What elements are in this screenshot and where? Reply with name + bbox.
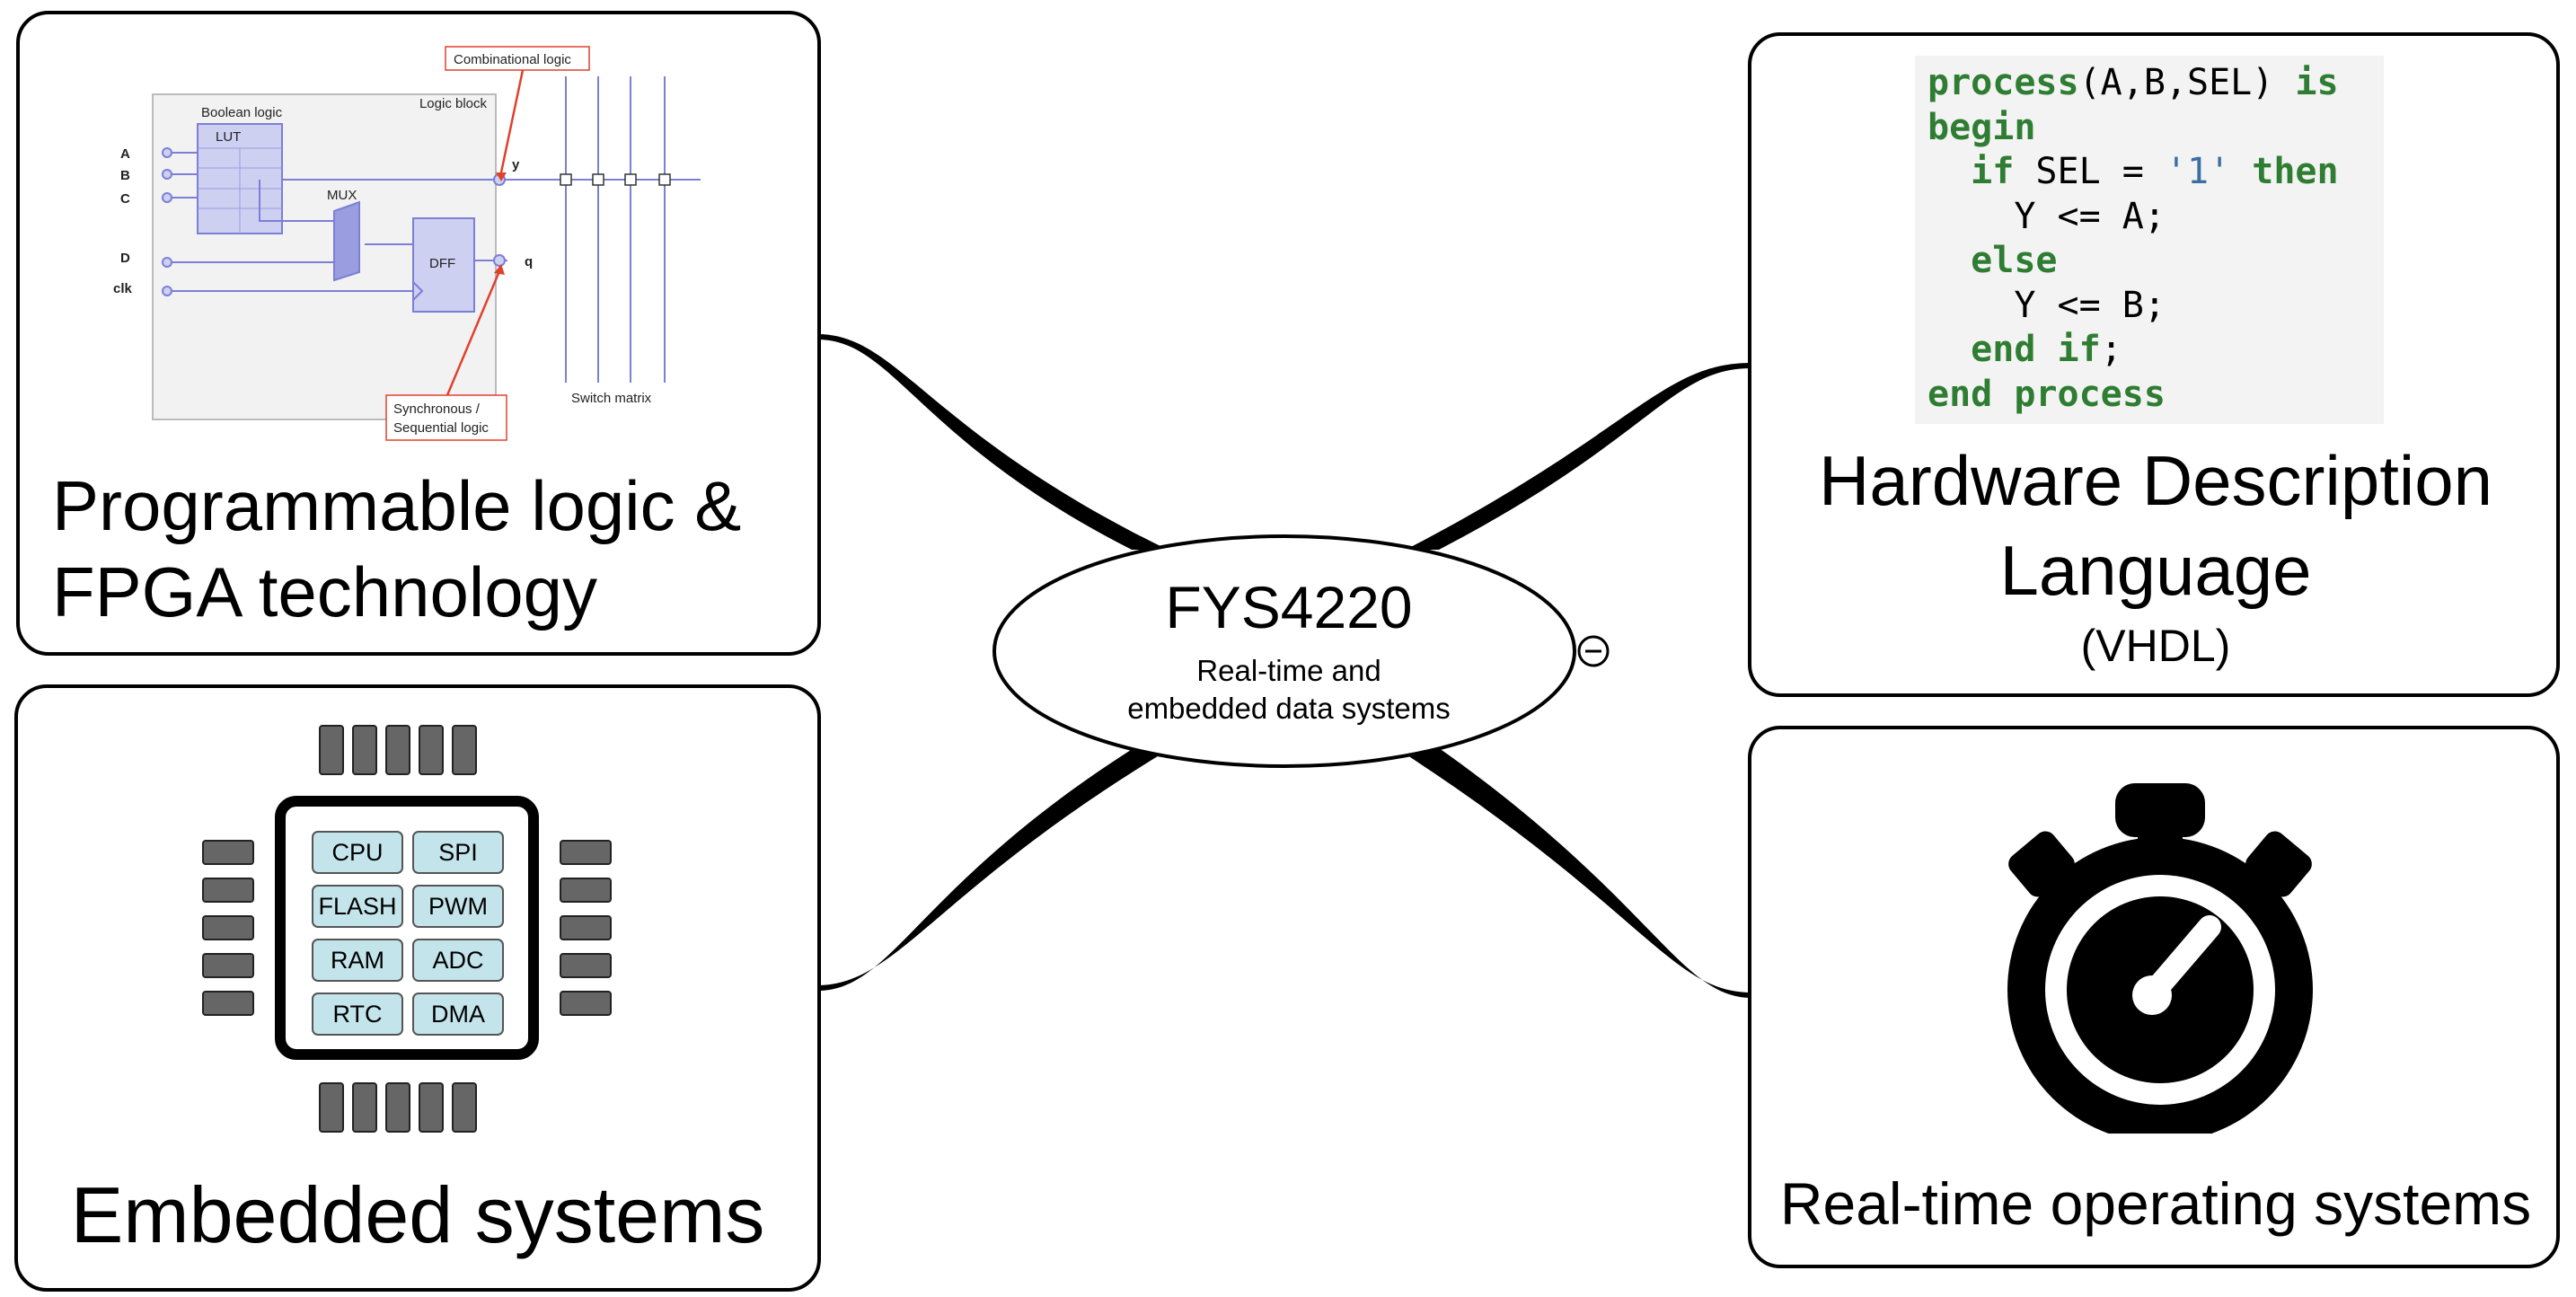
input-c: C bbox=[120, 191, 130, 207]
input-b: B bbox=[120, 168, 130, 183]
boolean-logic-label: Boolean logic bbox=[201, 105, 283, 120]
combinational-callout: Combinational logic bbox=[454, 52, 571, 67]
output-y: y bbox=[512, 157, 520, 172]
sync-callout-box bbox=[385, 394, 507, 441]
microcontroller-chip-icon: CPU SPI FLASH PWM RAM ADC RTC DMA bbox=[202, 725, 612, 1133]
fpga-label-line1: Programmable logic & bbox=[52, 466, 742, 545]
chip-block-pwm: PWM bbox=[428, 893, 488, 920]
hdl-label-line2: Language bbox=[1999, 531, 2312, 610]
logic-block-label: Logic block bbox=[419, 96, 488, 111]
input-clk: clk bbox=[113, 281, 133, 296]
embedded-label: Embedded systems bbox=[70, 1170, 765, 1259]
center-ellipse[interactable] bbox=[992, 534, 1576, 768]
chip-block-adc: ADC bbox=[432, 947, 483, 974]
center-subtitle-line2: embedded data systems bbox=[1127, 692, 1451, 725]
chip-block-rtc: RTC bbox=[332, 1001, 382, 1028]
chip-block-spi: SPI bbox=[438, 839, 478, 866]
lut-label: LUT bbox=[216, 129, 241, 145]
sync-callout-line2: Sequential logic bbox=[393, 420, 489, 436]
mux-label: MUX bbox=[327, 188, 357, 203]
dff-label: DFF bbox=[429, 256, 455, 271]
center-subtitle-line1: Real-time and bbox=[1196, 654, 1381, 687]
collapse-button[interactable] bbox=[1577, 635, 1610, 667]
connector-hdl bbox=[1406, 363, 1751, 550]
connector-embedded bbox=[817, 744, 1178, 991]
center-title: FYS4220 bbox=[1165, 574, 1413, 640]
fpga-label-line2: FPGA technology bbox=[52, 552, 598, 631]
combinational-callout-box bbox=[445, 46, 590, 71]
chip-block-cpu: CPU bbox=[331, 839, 383, 866]
hdl-label-line3: (VHDL) bbox=[2080, 621, 2231, 671]
sync-callout-line1: Synchronous / bbox=[393, 401, 481, 417]
chip-block-dma: DMA bbox=[431, 1001, 485, 1028]
hdl-label-line1: Hardware Description bbox=[1819, 441, 2492, 520]
connector-fpga bbox=[817, 334, 1168, 550]
chip-block-flash: FLASH bbox=[318, 893, 396, 920]
input-a: A bbox=[120, 146, 130, 162]
switch-matrix-label: Switch matrix bbox=[571, 391, 652, 406]
dff-block bbox=[412, 217, 475, 313]
rtos-label: Real-time operating systems bbox=[1779, 1170, 2532, 1237]
chip-block-ram: RAM bbox=[331, 947, 384, 974]
output-q: q bbox=[525, 254, 533, 269]
stopwatch-icon bbox=[2007, 783, 2313, 1134]
mux-block bbox=[333, 200, 360, 282]
input-d: D bbox=[120, 251, 130, 266]
fpga-diagram: Logic block Boolean logic LUT A B C D cl… bbox=[113, 46, 701, 441]
connector-rtos bbox=[1392, 746, 1751, 998]
